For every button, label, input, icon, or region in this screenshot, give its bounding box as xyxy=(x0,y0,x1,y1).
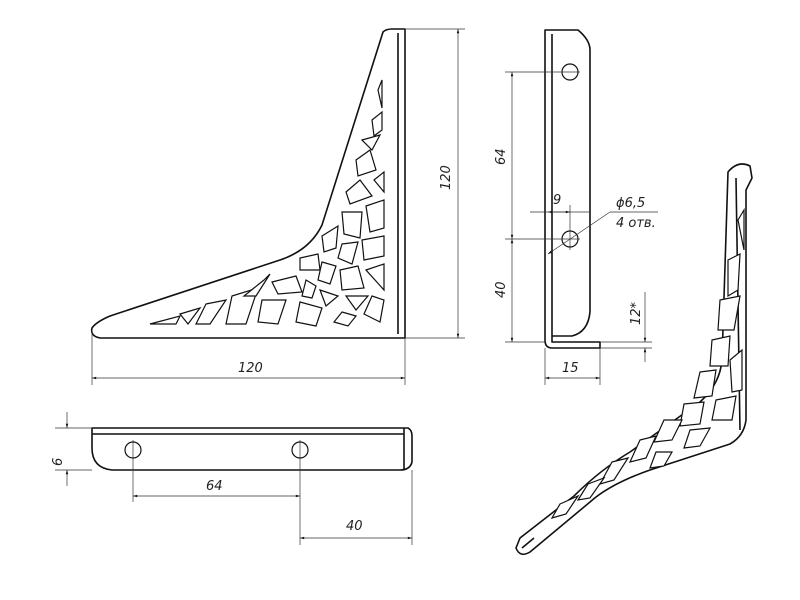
bottom-edge-offset-dimension: 40 xyxy=(346,519,363,534)
hole-count-label: 4 отв. xyxy=(616,216,656,231)
front-width-dimension: 120 xyxy=(238,361,263,376)
side-view: 64 40 9 ϕ6,5 4 отв. 12* 15 xyxy=(494,29,658,385)
hole-diameter-label: ϕ6,5 xyxy=(616,196,645,211)
side-thickness-dimension: 12* xyxy=(629,301,644,325)
front-cutouts xyxy=(149,79,385,327)
side-hole-offset-dimension: 9 xyxy=(553,193,561,208)
side-spacing-dimension: 64 xyxy=(494,148,509,165)
bottom-thickness-dimension: 6 xyxy=(51,458,66,466)
isometric-view xyxy=(515,163,753,556)
front-view: 120 120 xyxy=(90,28,465,385)
bottom-view: 6 64 40 xyxy=(51,412,413,545)
isometric-cutouts xyxy=(550,207,745,519)
side-bottom-offset-dimension: 40 xyxy=(494,281,509,298)
front-height-dimension: 120 xyxy=(439,165,454,190)
side-foot-dimension: 15 xyxy=(562,361,579,376)
bottom-spacing-dimension: 64 xyxy=(206,479,223,494)
